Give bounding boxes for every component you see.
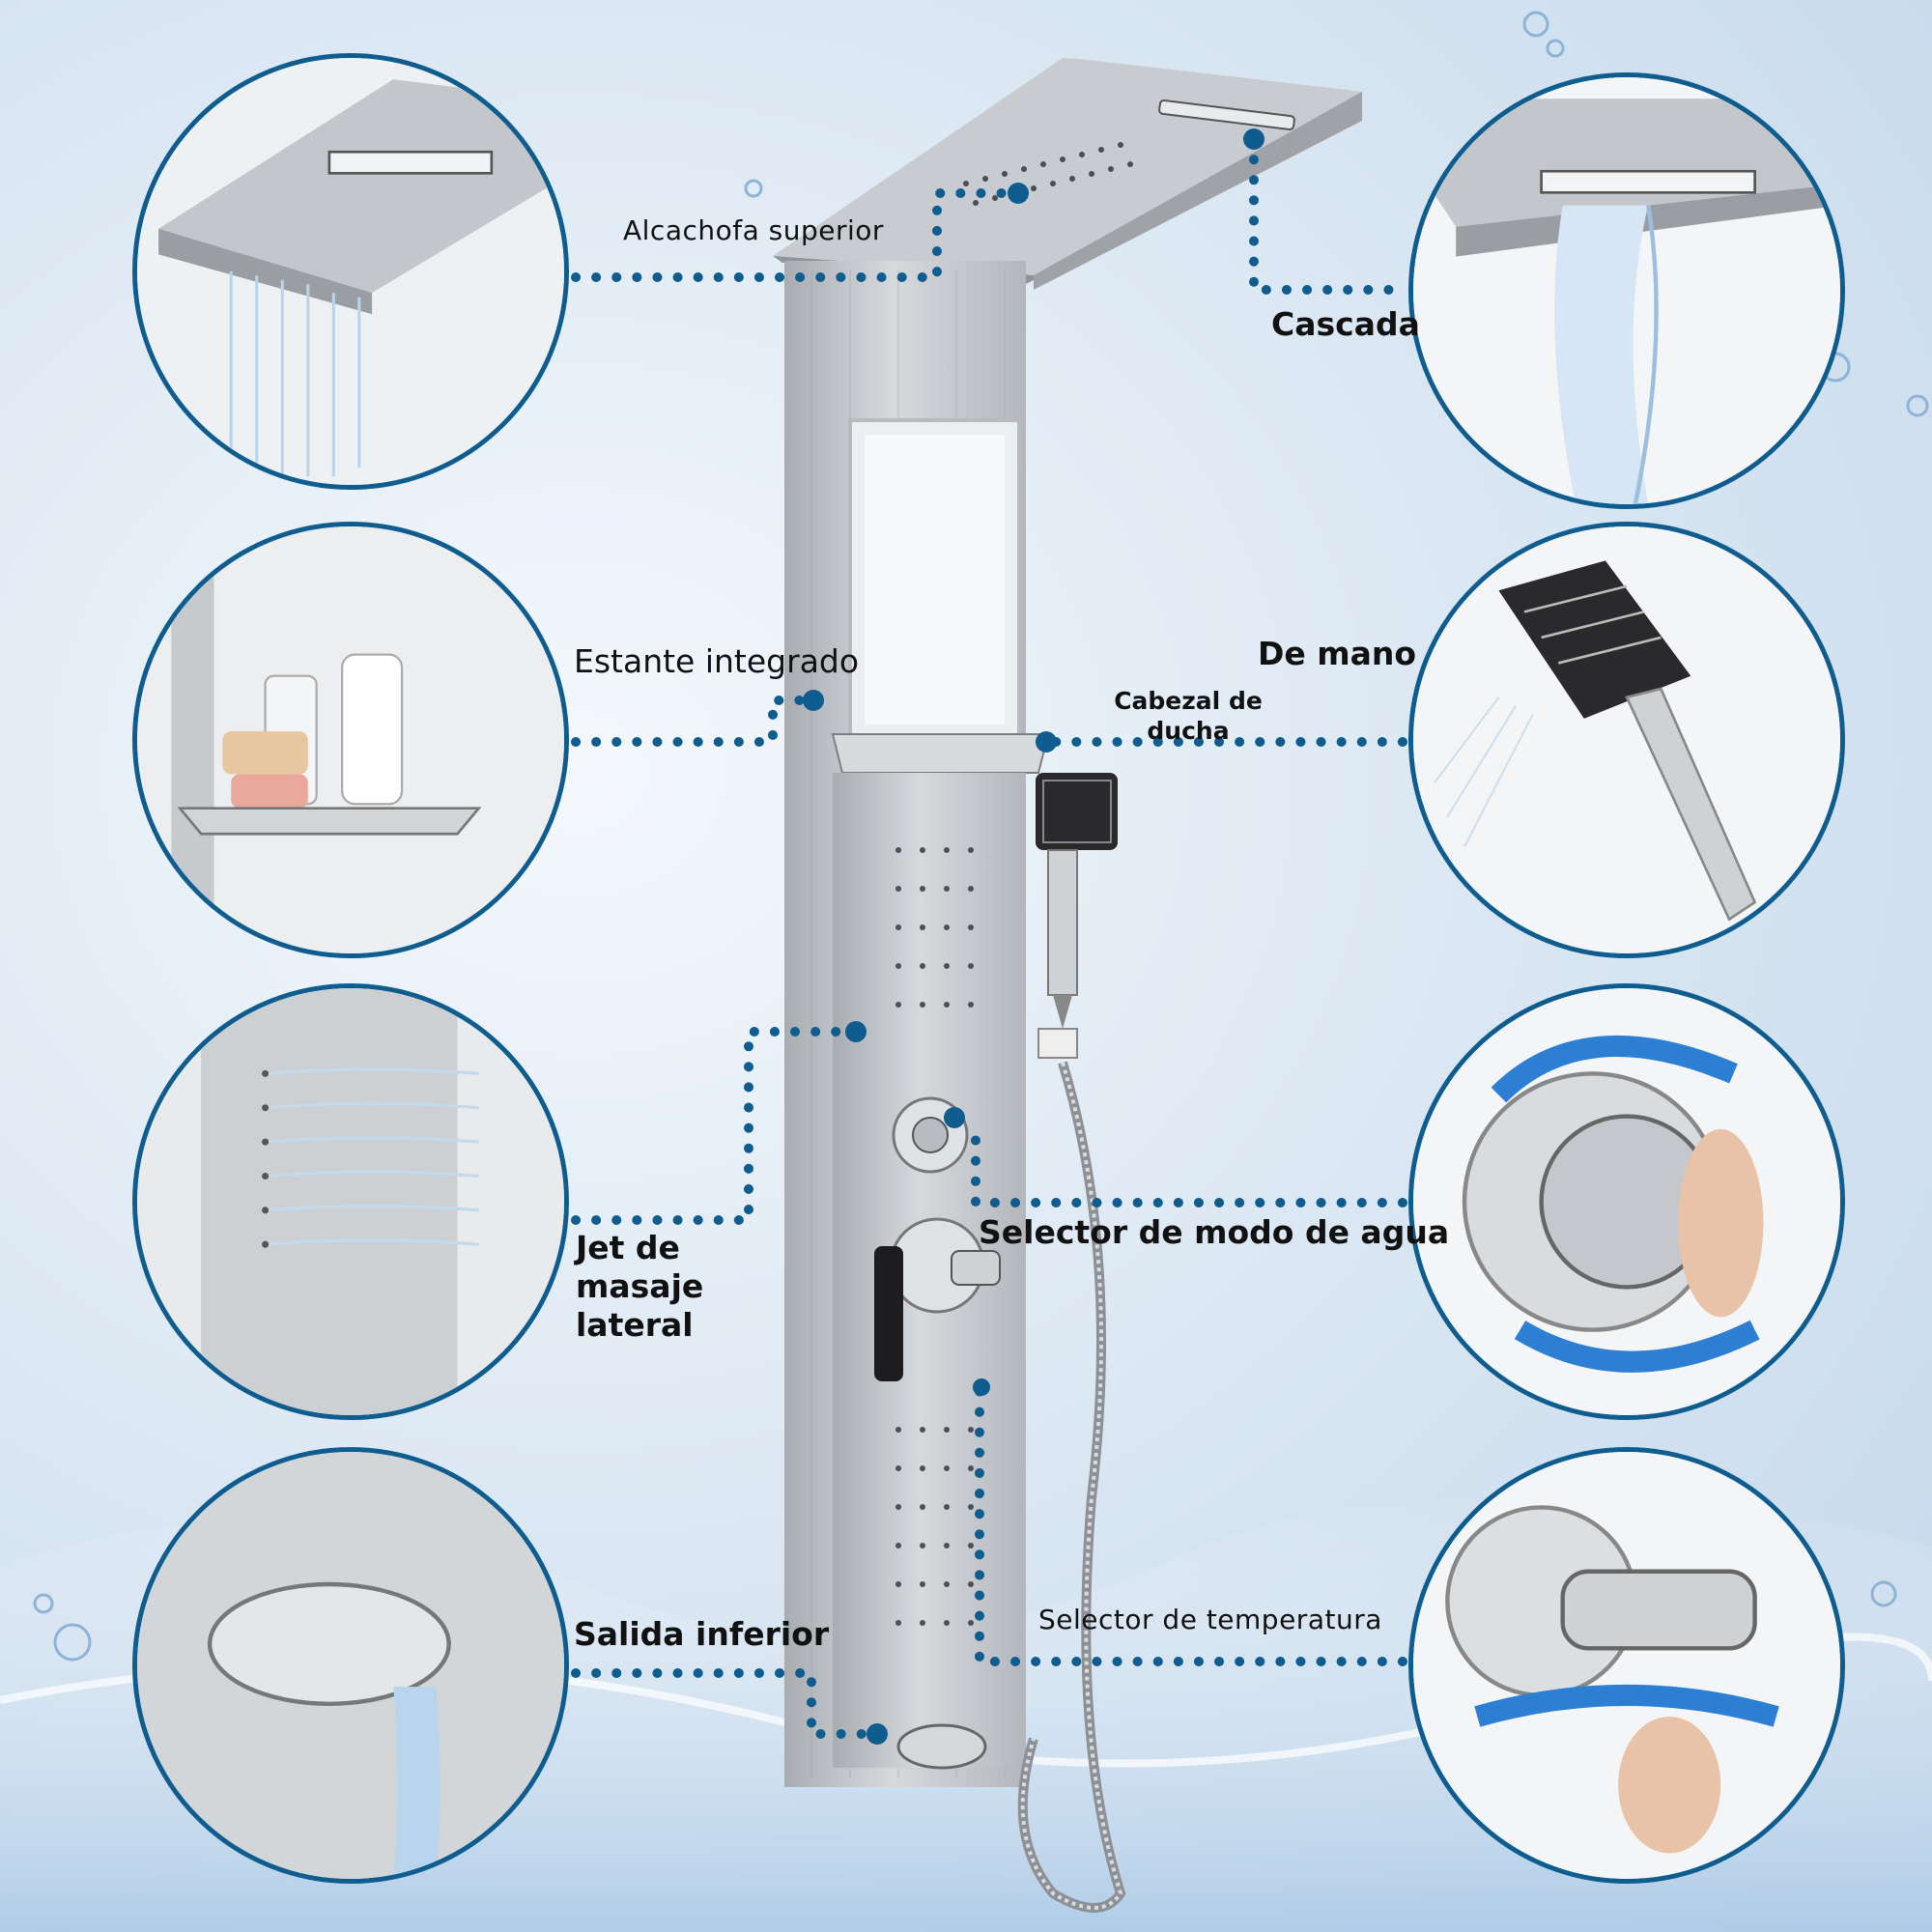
- label-waterfall: Cascada: [1271, 305, 1420, 343]
- handheld-detail: [1408, 522, 1845, 958]
- waterfall-detail: [1408, 72, 1845, 509]
- label-temperature-selector: Selector de temperatura: [1038, 1604, 1382, 1635]
- side-jets-icon: [137, 988, 564, 1415]
- mode-selector-detail: [1408, 983, 1845, 1420]
- label-bottom-outlet: Salida inferior: [574, 1615, 830, 1653]
- bottom-outlet-detail: [132, 1447, 569, 1884]
- temperature-selector-detail: [1408, 1447, 1845, 1884]
- label-top-shower: Alcachofa superior: [623, 214, 884, 246]
- hand-shower-icon: [1413, 526, 1840, 953]
- side-jets-detail: [132, 983, 569, 1420]
- top-shower-detail: [132, 53, 569, 490]
- rotate-arrow-icon: [1413, 988, 1840, 1415]
- rain-shower-icon: [137, 58, 564, 485]
- label-shower-head: Cabezal de ducha: [1114, 687, 1263, 745]
- waterfall-icon: [1413, 77, 1840, 504]
- connector-lines: [571, 134, 1407, 1739]
- label-shelf: Estante integrado: [574, 642, 860, 680]
- shelf-detail: [132, 522, 569, 958]
- label-handheld: De mano: [1258, 635, 1417, 672]
- bottom-spout-icon: [137, 1452, 564, 1879]
- label-side-jets: Jet de masaje lateral: [576, 1229, 704, 1344]
- connector-end-dots: [803, 128, 1264, 1745]
- hot-cold-arrow-icon: [1413, 1452, 1840, 1879]
- massage-nozzles: [895, 847, 974, 1626]
- shelf-icon: [137, 526, 564, 953]
- label-mode-selector: Selector de modo de agua: [979, 1213, 1450, 1251]
